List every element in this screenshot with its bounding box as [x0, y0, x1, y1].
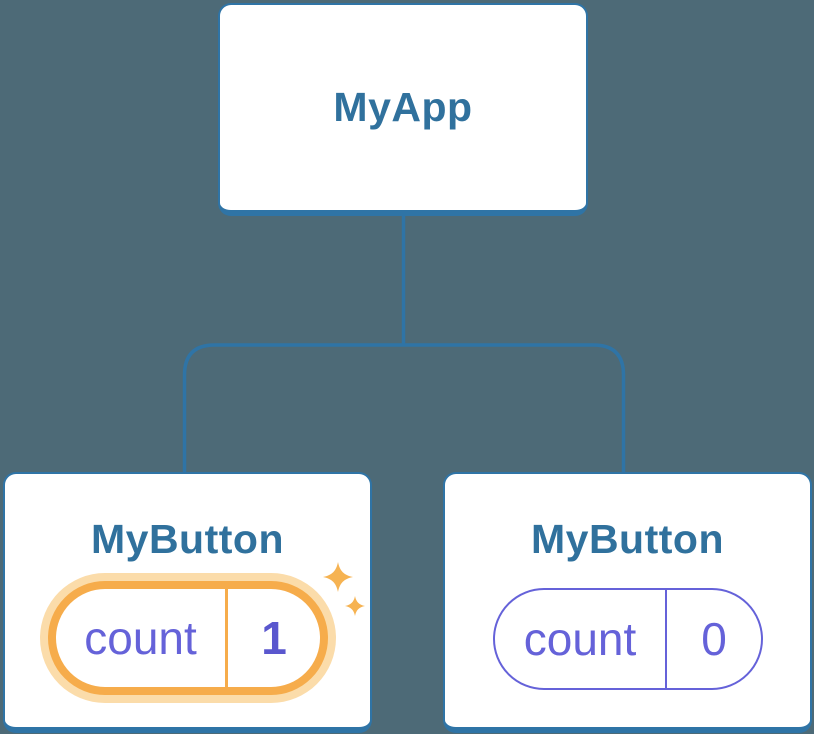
component-node-mybutton-1: MyButton count 1 [3, 472, 372, 733]
node-title: MyButton [90, 516, 284, 562]
state-value-segment: 1 [228, 589, 320, 687]
state-value: 1 [261, 612, 287, 664]
pill-divider [225, 589, 228, 687]
state-label: count [84, 612, 197, 664]
state-label-segment: count [56, 589, 225, 687]
state-pill-highlighted: count 1 [48, 581, 328, 695]
pill-divider [665, 590, 667, 688]
node-title: MyApp [333, 84, 473, 130]
state-value: 0 [701, 613, 727, 665]
component-node-myapp: MyApp [218, 3, 588, 216]
state-label: count [523, 613, 637, 665]
state-pill: count 0 [493, 588, 763, 690]
node-title: MyButton [530, 516, 724, 562]
state-label-segment: count [495, 590, 665, 688]
component-node-mybutton-2: MyButton count 0 [443, 472, 812, 733]
state-value-segment: 0 [667, 590, 761, 688]
